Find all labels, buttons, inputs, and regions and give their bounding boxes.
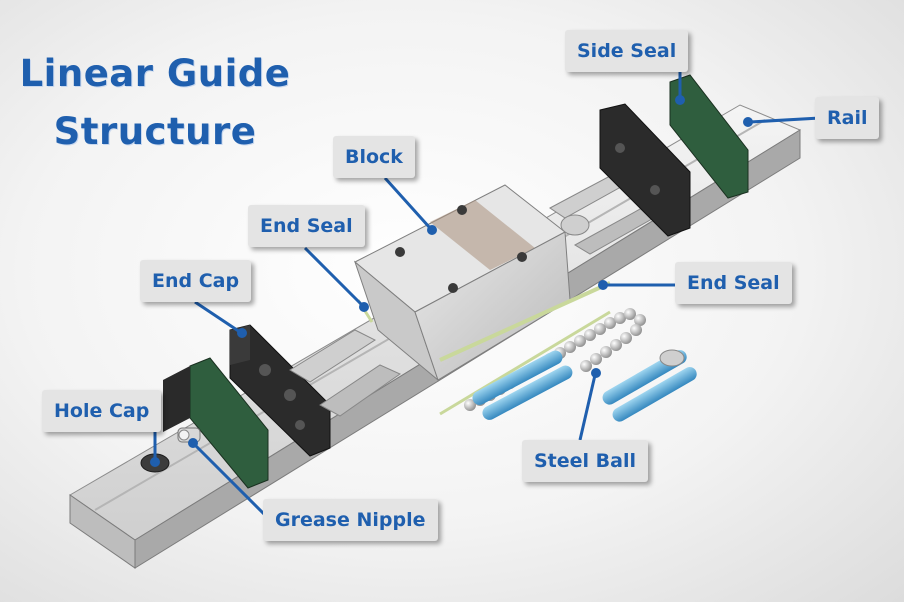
label-rail: Rail (815, 97, 880, 139)
end-cap (229, 324, 331, 457)
side-seal-left (163, 357, 269, 489)
label-end-seal-right: End Seal (675, 262, 792, 304)
retainer-left (289, 329, 402, 417)
label-hole-cap: Hole Cap (42, 390, 162, 432)
ball-tubes (472, 349, 697, 422)
label-steel-ball: Steel Ball (522, 440, 648, 482)
label-block: Block (333, 136, 415, 178)
leader-lines (150, 70, 821, 522)
end-seal-right (439, 281, 611, 416)
end-cap-right (599, 103, 691, 237)
label-grease-nipple: Grease Nipple (263, 499, 438, 541)
diagram-title-line1: Linear Guide (19, 52, 291, 95)
label-end-cap: End Cap (140, 260, 252, 302)
label-end-seal-left: End Seal (248, 205, 365, 247)
side-seal-right (669, 74, 749, 199)
label-side-seal: Side Seal (565, 30, 689, 72)
diagram-title-line2: Structure (53, 110, 257, 153)
